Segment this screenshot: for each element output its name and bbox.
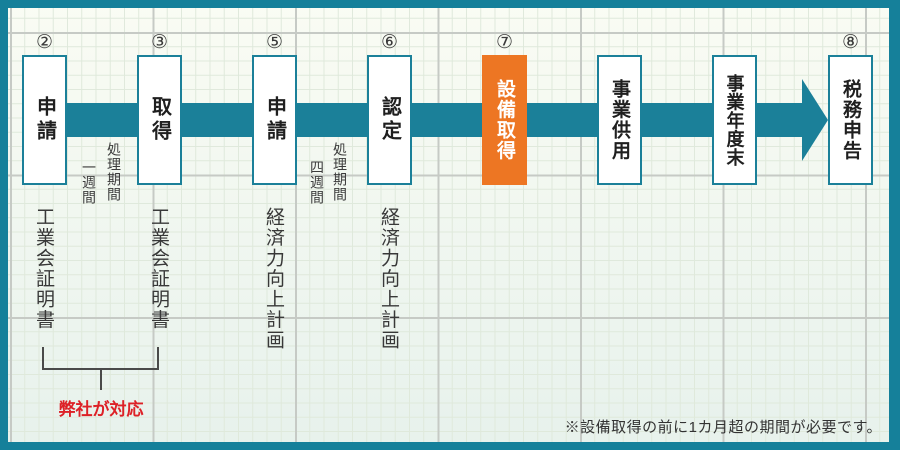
step-label: 取得 xyxy=(148,96,171,144)
step-box-tax-filing: 税務申告 xyxy=(828,55,873,185)
step-label: 申請 xyxy=(263,96,286,144)
step-box-application: 申請 xyxy=(22,55,67,185)
step-label: 申請 xyxy=(33,96,56,144)
interval-note-duration-2: 四週間 xyxy=(309,160,325,205)
step-number-equipment: ⑦ xyxy=(495,32,514,53)
interval-note-period-2: 処理期間 xyxy=(332,142,348,202)
interval-note-duration-1: 一週間 xyxy=(81,160,97,205)
sub-label-improvement-plan-2: 経済力向上計画 xyxy=(378,207,399,351)
step-label: 事業供用 xyxy=(609,79,630,161)
bracket-left-line xyxy=(42,347,44,370)
step-number-application: ② xyxy=(35,32,54,53)
sub-label-industry-certificate-1: 工業会証明書 xyxy=(33,207,54,330)
step-label: 事業年度末 xyxy=(724,73,745,167)
footnote: ※設備取得の前に1カ月超の期間が必要です。 xyxy=(564,419,882,436)
step-box-certification: 認定 xyxy=(367,55,412,185)
arrow-head-icon xyxy=(802,79,828,161)
step-box-equipment-acquisition: 設備取得 xyxy=(482,55,527,185)
step-number-plan-application: ⑤ xyxy=(265,32,284,53)
step-label: 認定 xyxy=(378,96,401,144)
step-box-acquisition: 取得 xyxy=(137,55,182,185)
bracket-bottom-line xyxy=(42,368,159,370)
step-box-plan-application: 申請 xyxy=(252,55,297,185)
bracket-right-line xyxy=(157,347,159,370)
step-box-fiscal-year-end: 事業年度末 xyxy=(712,55,757,185)
step-box-business-use: 事業供用 xyxy=(597,55,642,185)
step-label: 税務申告 xyxy=(840,79,861,161)
interval-note-period-1: 処理期間 xyxy=(106,142,122,202)
grid-background: ② ③ ⑤ ⑥ ⑦ ⑧ 申請 取得 申請 認定 設備取得 事業供用 事業年度末 … xyxy=(8,8,889,442)
sub-label-improvement-plan-1: 経済力向上計画 xyxy=(263,207,284,351)
step-label: 設備取得 xyxy=(494,79,515,161)
bracket-label: 弊社が対応 xyxy=(58,400,144,419)
bracket-stem-line xyxy=(100,370,102,390)
step-number-tax-filing: ⑧ xyxy=(841,32,860,53)
step-number-certification: ⑥ xyxy=(380,32,399,53)
sub-label-industry-certificate-2: 工業会証明書 xyxy=(148,207,169,330)
step-number-acquisition: ③ xyxy=(150,32,169,53)
